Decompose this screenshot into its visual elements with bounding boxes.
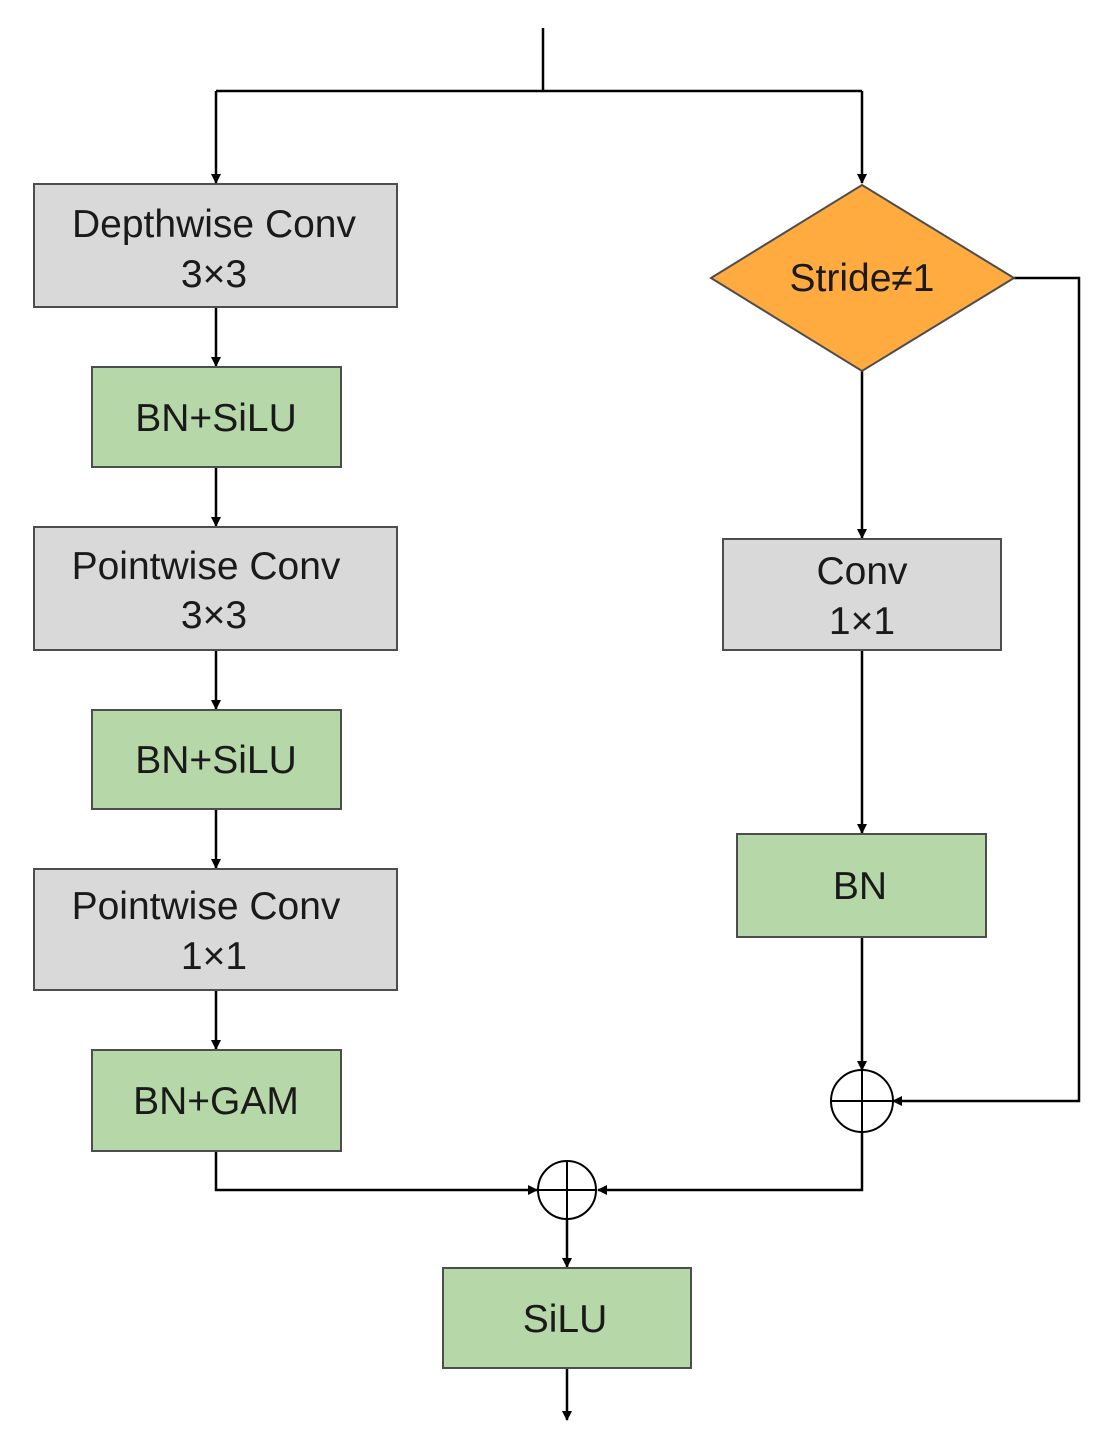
stride-decision-label: Stride≠1 (790, 257, 935, 300)
bn-gam-box (91, 1049, 342, 1152)
conv-node: Conv 1×1 (722, 538, 1002, 651)
bn-silu-node-2: BN+SiLU (91, 709, 342, 810)
silu-output-node: SiLU (442, 1267, 692, 1369)
pointwise-conv-size-1: 3×3 (181, 594, 247, 637)
pointwise-conv-size-2: 1×1 (181, 935, 247, 978)
stride-decision-diamond (709, 183, 1016, 373)
silu-label: SiLU (523, 1298, 608, 1341)
connectors (211, 28, 1081, 1421)
add-operator-right (830, 1069, 894, 1133)
pointwise-conv-box-2 (33, 868, 398, 991)
bn-silu-node-1: BN+SiLU (91, 366, 342, 468)
depthwise-conv-size: 3×3 (181, 253, 247, 296)
pointwise-conv-label-2: Pointwise Conv (72, 885, 341, 928)
bn-box (736, 833, 987, 938)
bn-silu-box-1 (91, 366, 342, 468)
bn-silu-box-2 (91, 709, 342, 810)
pointwise-conv-box-1 (33, 526, 398, 651)
conv-box (722, 538, 1002, 651)
add-operator-merge (537, 1160, 597, 1220)
conv-size: 1×1 (829, 600, 895, 643)
bn-gam-node: BN+GAM (91, 1049, 342, 1152)
pointwise-conv-node-2: Pointwise Conv 1×1 (33, 868, 398, 991)
depthwise-conv-label: Depthwise Conv (72, 203, 356, 246)
arrow-bngam-to-merge (214, 1151, 538, 1195)
skip-connection (892, 276, 1081, 1106)
arrow-add-to-merge (597, 1132, 864, 1195)
stride-decision-node: Stride≠1 (709, 183, 1016, 373)
bn-silu-label-1: BN+SiLU (135, 397, 296, 440)
silu-box (442, 1267, 692, 1369)
pointwise-conv-node-1: Pointwise Conv 3×3 (33, 526, 398, 651)
bn-silu-label-2: BN+SiLU (135, 739, 296, 782)
bn-node: BN (736, 833, 987, 938)
bn-gam-label: BN+GAM (133, 1080, 299, 1123)
conv-label: Conv (816, 550, 908, 593)
bn-label: BN (833, 865, 887, 908)
depthwise-conv-node: Depthwise Conv 3×3 (33, 183, 398, 308)
depthwise-conv-box (33, 183, 398, 308)
pointwise-conv-label-1: Pointwise Conv (72, 545, 341, 588)
